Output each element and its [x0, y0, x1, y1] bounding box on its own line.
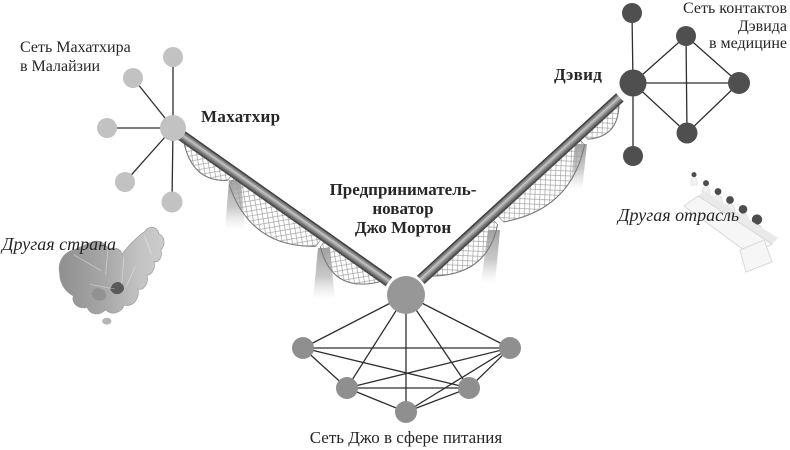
david-network — [619, 3, 750, 166]
satellite-node — [458, 377, 480, 399]
david-network-label: Сеть контактов Дэвида в медицине — [683, 0, 787, 52]
right-bridge-icon — [417, 93, 624, 284]
mahathir-hub-label: Махатхир — [201, 107, 281, 126]
satellite-node — [623, 146, 643, 166]
left-bridge-icon — [171, 126, 393, 287]
satellite-node — [97, 118, 117, 138]
satellite-node — [163, 47, 183, 67]
satellite-node — [499, 337, 521, 359]
joe-hub-label: Предприниматель- новатор Джо Мортон — [329, 180, 477, 237]
joe-network-caption: Сеть Джо в сфере питания — [309, 428, 503, 447]
satellite-node — [676, 122, 698, 144]
satellite-node — [161, 191, 183, 213]
panel-people-icon — [683, 172, 778, 273]
satellite-node — [123, 68, 143, 88]
satellite-node — [336, 377, 358, 399]
satellite-node — [115, 172, 135, 192]
mahathir-hub-node — [160, 115, 186, 141]
other-industry-label: Другая отрасль — [618, 205, 740, 225]
mahathir-network-label: Сеть Махатхира в Малайзии — [20, 39, 131, 75]
david-hub-label: Дэвид — [554, 65, 603, 84]
mahathir-network — [97, 47, 186, 213]
joe-network — [292, 276, 521, 423]
satellite-node — [728, 72, 750, 94]
other-country-label: Другая страна — [2, 234, 117, 254]
satellite-node — [292, 337, 314, 359]
satellite-node — [622, 3, 642, 23]
satellite-node — [676, 26, 696, 46]
satellite-node — [395, 401, 417, 423]
joe-hub-node — [387, 276, 425, 314]
china-map-icon — [58, 227, 165, 325]
david-hub-node — [619, 69, 647, 97]
